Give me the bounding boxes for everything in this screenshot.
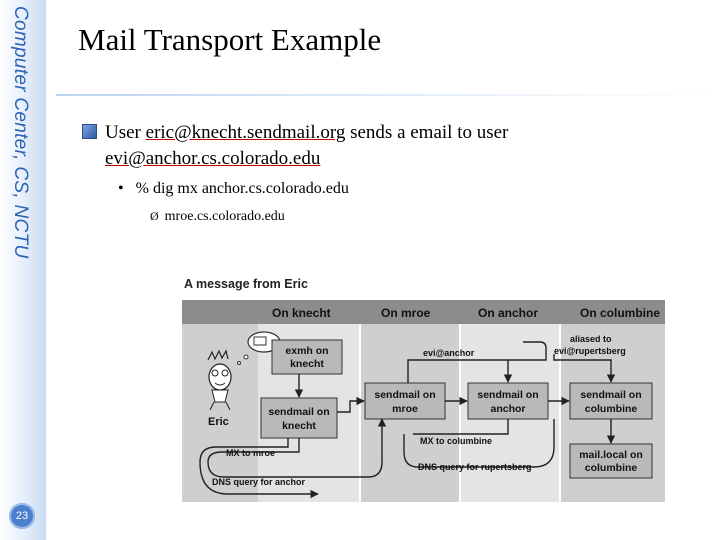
evi-anchor-label: evi@anchor (423, 348, 475, 358)
column-anchor: On anchor (478, 306, 538, 320)
sender-address: eric@knecht.sendmail.org (145, 122, 346, 143)
mx-result: mroe.cs.colorado.edu (164, 209, 285, 224)
dig-command: % dig mx anchor.cs.colorado.edu (135, 180, 349, 197)
svg-text:exmh on: exmh on (285, 345, 328, 357)
column-knecht: On knecht (272, 306, 331, 320)
column-columbine: On columbine (580, 306, 660, 320)
mail-flow-diagram: A message from Eric On knecht On mroe On… (168, 262, 665, 502)
svg-text:sendmail on: sendmail on (268, 406, 329, 418)
svg-text:mail.local on: mail.local on (579, 449, 643, 461)
arrow-bullet-icon: Ø (150, 209, 159, 223)
bullet-1-prefix: User (105, 122, 146, 143)
slide-title: Mail Transport Example (78, 22, 382, 57)
aliased-address-label: evi@rupertsberg (554, 346, 626, 356)
dns-rupertsberg-label: DNS query for rupertsberg (418, 462, 532, 472)
bullet-2: • % dig mx anchor.cs.colorado.edu (118, 180, 349, 198)
svg-text:sendmail on: sendmail on (477, 389, 538, 401)
column-header-bar (182, 300, 665, 324)
sendmail-mroe-box: sendmail on mroe (364, 382, 446, 420)
diagram-heading: A message from Eric (184, 277, 308, 291)
dot-bullet-icon: • (118, 180, 124, 197)
mx-columbine-label: MX to columbine (420, 436, 492, 446)
svg-text:knecht: knecht (282, 420, 316, 432)
eric-label: Eric (208, 416, 229, 428)
column-mroe: On mroe (381, 306, 431, 320)
title-divider (56, 94, 720, 96)
sendmail-columbine-box: sendmail on columbine (569, 382, 653, 420)
sendmail-anchor-box: sendmail on anchor (467, 382, 549, 420)
svg-text:sendmail on: sendmail on (580, 389, 641, 401)
svg-text:columbine: columbine (585, 403, 638, 415)
recipient-address: evi@anchor.cs.colorado.edu (105, 148, 321, 169)
sendmail-knecht-box: sendmail on knecht (260, 397, 338, 439)
exmh-box: exmh on knecht (271, 339, 343, 375)
eric-cartoon-icon (207, 331, 281, 411)
sidebar: Computer Center, CS, NCTU 23 (0, 0, 46, 540)
dns-anchor-label: DNS query for anchor (212, 477, 306, 487)
bullet-1-line-2: evi@anchor.cs.colorado.edu (105, 146, 320, 172)
svg-text:sendmail on: sendmail on (374, 389, 435, 401)
svg-text:knecht: knecht (290, 358, 324, 370)
sidebar-title: Computer Center, CS, NCTU (10, 6, 31, 259)
svg-text:anchor: anchor (490, 403, 525, 415)
mail-local-box: mail.local on columbine (569, 443, 653, 479)
bullet-1: User eric@knecht.sendmail.org sends a em… (82, 120, 508, 146)
page-number-badge: 23 (9, 503, 35, 529)
flow-arrows (199, 341, 616, 499)
mx-mroe-label: MX to mroe (226, 448, 275, 458)
aliased-label: aliased to (570, 334, 612, 344)
svg-text:mroe: mroe (392, 403, 418, 415)
svg-text:columbine: columbine (585, 462, 638, 474)
square-bullet-icon (82, 124, 97, 139)
bullet-1-middle: sends a email to user (345, 122, 509, 143)
